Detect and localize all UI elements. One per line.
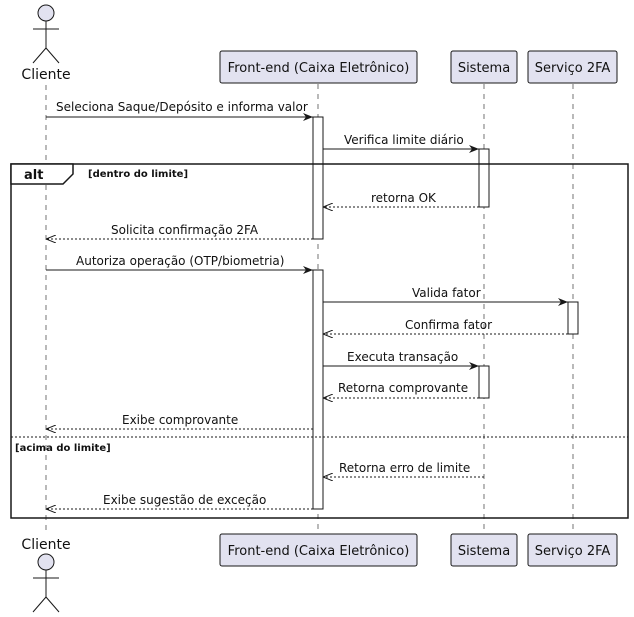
actor-cliente-bottom [32,553,60,613]
actor-leg-right [45,47,60,64]
activation-frontend-1 [312,116,324,240]
participant-box-sistema-bottom [450,533,518,567]
message-label-10: Exibe comprovante [122,413,238,427]
activations [312,116,579,510]
message-label-12: Exibe sugestão de exceção [103,493,266,507]
message-label-4: Solicita confirmação 2FA [111,223,259,237]
message-labels: Seleciona Saque/Depósito e informa valor… [56,100,492,507]
participant-box-frontend-top [219,50,418,84]
actor-leg-left [32,47,47,64]
participants-top: Cliente Front-end (Caixa Eletrônico) Sis… [21,4,618,84]
actor-head-icon [37,4,55,22]
participant-label-sistema-top: Sistema [458,61,510,76]
message-label-8: Executa transação [347,350,458,364]
alt-keyword: alt [24,168,43,183]
participant-box-servico2fa-bottom [527,533,618,567]
message-label-5: Autoriza operação (OTP/biometria) [76,254,284,268]
activation-servico2fa-1 [567,301,579,335]
participant-label-cliente-bottom: Cliente [21,537,70,553]
participant-label-servico2fa-bottom: Serviço 2FA [535,544,611,559]
messages [46,113,568,509]
message-label-9: Retorna comprovante [338,381,468,395]
activation-frontend-2 [312,269,324,510]
participant-label-frontend-top: Front-end (Caixa Eletrônico) [228,61,410,76]
participant-label-cliente-top: Cliente [21,67,70,83]
message-label-2: Verifica limite diário [344,133,464,147]
message-label-1: Seleciona Saque/Depósito e informa valor [56,100,308,114]
activation-sistema-1 [478,148,490,208]
actor-cliente-top [32,4,60,64]
actor-head-icon [37,553,55,571]
alt-frame-tab [10,163,74,185]
guard-dentro-do-limite: [dentro do limite] [88,169,188,180]
participant-box-frontend-bottom [219,533,418,567]
message-label-6: Valida fator [412,286,481,300]
participant-box-servico2fa-top [527,50,618,84]
message-label-11: Retorna erro de limite [339,461,470,475]
actor-leg-right [45,596,60,613]
participant-label-frontend-bottom: Front-end (Caixa Eletrônico) [228,544,410,559]
guard-acima-do-limite: [acima do limite] [15,443,111,454]
actor-leg-left [32,596,47,613]
lifelines [45,84,574,532]
participant-label-servico2fa-top: Serviço 2FA [535,61,611,76]
participant-box-sistema-top [450,50,518,84]
message-label-3: retorna OK [371,191,437,205]
participant-label-sistema-bottom: Sistema [458,544,510,559]
alt-fragment: alt [dentro do limite] [acima do limite] [10,163,629,519]
activation-sistema-2 [478,365,490,399]
alt-frame [10,163,629,519]
message-label-7: Confirma fator [405,318,492,332]
participants-bottom: Cliente Front-end (Caixa Eletrônico) Sis… [21,533,618,613]
